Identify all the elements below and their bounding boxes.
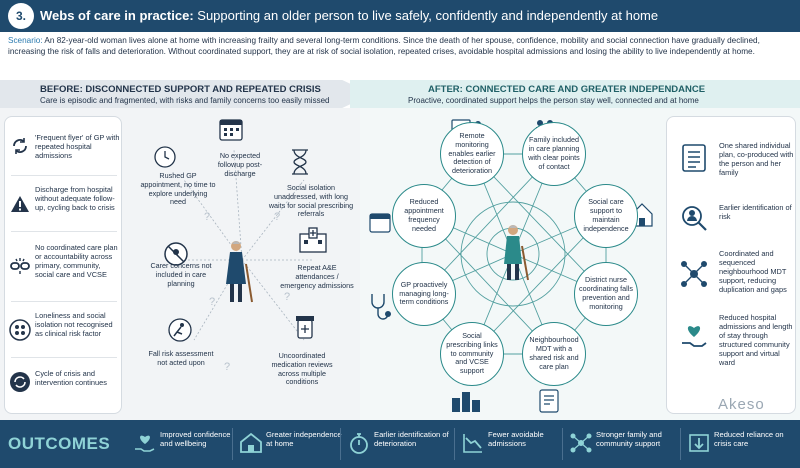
before-issues-panel: 'Frequent flyer' of GP with repeated hos… — [4, 116, 122, 414]
care-node: Social care support to maintain independ… — [574, 184, 638, 248]
isolated-people-icon — [9, 319, 31, 341]
before-label: Rushed GP appointment, no time to explor… — [140, 171, 216, 207]
elderly-woman-icon — [226, 241, 253, 303]
shared-plan-icon — [677, 141, 711, 175]
scenario-body: An 82-year-old woman lives alone at home… — [8, 36, 760, 56]
issue-text: Discharge from hospital without adequate… — [35, 185, 115, 212]
heart-hand-icon — [132, 430, 158, 456]
issue-item: Cycle of crisis and intervention continu… — [5, 361, 123, 407]
benefit-text: Coordinated and sequenced neighbourhood … — [719, 249, 787, 294]
issue-item: Discharge from hospital without adequate… — [5, 179, 123, 227]
section-number: 3. — [8, 3, 34, 29]
magnifier-person-icon — [677, 201, 711, 235]
issue-text: 'Frequent flyer' of GP with repeated hos… — [35, 133, 120, 160]
divider — [562, 428, 563, 460]
care-node: Family included in care planning with cl… — [522, 122, 586, 186]
outcome-text: Improved confidence and wellbeing — [160, 430, 231, 449]
scenario-label: Scenario: — [8, 36, 43, 45]
repeat-cycle-icon — [9, 371, 31, 393]
outcome-text: Reduced reliance on crisis care — [714, 430, 784, 449]
before-label: Fall risk assessment not acted upon — [148, 349, 214, 367]
issue-item: Loneliness and social isolation not reco… — [5, 305, 123, 355]
stopwatch-icon — [346, 430, 372, 456]
svg-text:?: ? — [274, 211, 280, 223]
care-node: Social prescribing links to community an… — [440, 322, 504, 386]
divider — [680, 428, 681, 460]
divider — [11, 357, 117, 358]
page-title: Webs of care in practice: Supporting an … — [40, 8, 658, 23]
after-subtitle: Proactive, coordinated support helps the… — [408, 96, 699, 105]
divider — [340, 428, 341, 460]
care-node: Remote monitoring enables earlier detect… — [440, 122, 504, 186]
issue-item: 'Frequent flyer' of GP with repeated hos… — [5, 123, 123, 169]
community-icon — [452, 392, 480, 412]
benefit-text: One shared individual plan, co-produced … — [719, 141, 794, 177]
svg-text:?: ? — [284, 291, 290, 303]
clock-icon — [154, 146, 176, 168]
after-benefits-panel: One shared individual plan, co-produced … — [666, 116, 796, 414]
outcome-text: Earlier identification of deterioration — [374, 430, 449, 449]
no-entry-icon — [164, 242, 188, 266]
medication-icon — [296, 316, 314, 339]
network-icon — [677, 257, 711, 291]
issue-item: No coordinated care plan or accountabili… — [5, 235, 123, 299]
outcome-text: Greater independence at home — [266, 430, 342, 449]
elderly-woman-icon — [504, 225, 529, 281]
outcome-text: Fewer avoidable admissions — [488, 430, 544, 449]
before-label: Repeat A&E attendances / emergency admis… — [280, 263, 354, 290]
scenario-text: Scenario: An 82-year-old woman lives alo… — [8, 35, 794, 57]
stethoscope-icon — [371, 294, 391, 320]
fall-risk-icon — [168, 318, 192, 342]
before-illustration: ????? — [154, 119, 327, 373]
benefit-text: Earlier identification of risk — [719, 203, 792, 221]
before-title: BEFORE: DISCONNECTED SUPPORT AND REPEATE… — [40, 84, 321, 95]
care-node: Reduced appointment frequency needed — [392, 184, 456, 248]
disconnected-links-icon — [9, 255, 31, 277]
care-node: District nurse coordinating falls preven… — [574, 262, 638, 326]
house-icon — [238, 430, 264, 456]
svg-text:?: ? — [224, 361, 230, 373]
hourglass-icon — [292, 149, 308, 175]
divider — [11, 231, 117, 232]
before-label: No expected followup post-discharge — [217, 151, 263, 178]
issue-text: No coordinated care plan or accountabili… — [35, 243, 118, 279]
after-banner: AFTER: CONNECTED CARE AND GREATER INDEPE… — [350, 80, 800, 108]
svg-text:?: ? — [204, 211, 210, 223]
after-title: AFTER: CONNECTED CARE AND GREATER INDEPE… — [428, 84, 706, 95]
title-rest: Supporting an older person to live safel… — [193, 8, 659, 23]
before-label: Social isolation unaddressed, with long … — [268, 183, 354, 219]
care-node: Neighbourhood MDT with a shared risk and… — [522, 322, 586, 386]
before-label: Carer concerns not included in care plan… — [150, 261, 212, 288]
before-label: Uncoordinated medication reviews across … — [271, 351, 333, 387]
before-banner: BEFORE: DISCONNECTED SUPPORT AND REPEATE… — [0, 80, 372, 108]
issue-text: Cycle of crisis and intervention continu… — [35, 369, 107, 387]
warning-triangle-icon — [9, 193, 31, 215]
divider — [11, 175, 117, 176]
hospital-icon — [299, 227, 327, 253]
care-web-diagram — [369, 119, 653, 413]
community-network-icon — [568, 430, 594, 456]
care-node: GP proactively managing long-term condit… — [392, 262, 456, 326]
care-plan-icon — [539, 389, 559, 413]
svg-text:?: ? — [209, 296, 215, 308]
heart-hand-icon — [677, 319, 711, 353]
divider — [232, 428, 233, 460]
title-bar: 3. Webs of care in practice: Supporting … — [0, 0, 800, 32]
benefit-text: Reduced hospital admissions and length o… — [719, 313, 793, 367]
title-bold: Webs of care in practice: — [40, 8, 194, 23]
divider — [11, 301, 117, 302]
before-subtitle: Care is episodic and fragmented, with ri… — [40, 96, 330, 105]
outcomes-bar: OUTCOMES Improved confidence and wellbei… — [0, 420, 800, 468]
calendar-icon — [219, 119, 243, 141]
issue-text: Loneliness and social isolation not reco… — [35, 311, 113, 338]
akeso-logo: Akeso — [718, 396, 765, 413]
trend-down-icon — [460, 430, 486, 456]
hospital-down-icon — [686, 430, 712, 456]
outcome-text: Stronger family and community support — [596, 430, 662, 449]
outcomes-title: OUTCOMES — [8, 434, 111, 453]
cycle-arrows-icon — [9, 135, 31, 157]
divider — [454, 428, 455, 460]
calendar-icon — [369, 213, 391, 233]
